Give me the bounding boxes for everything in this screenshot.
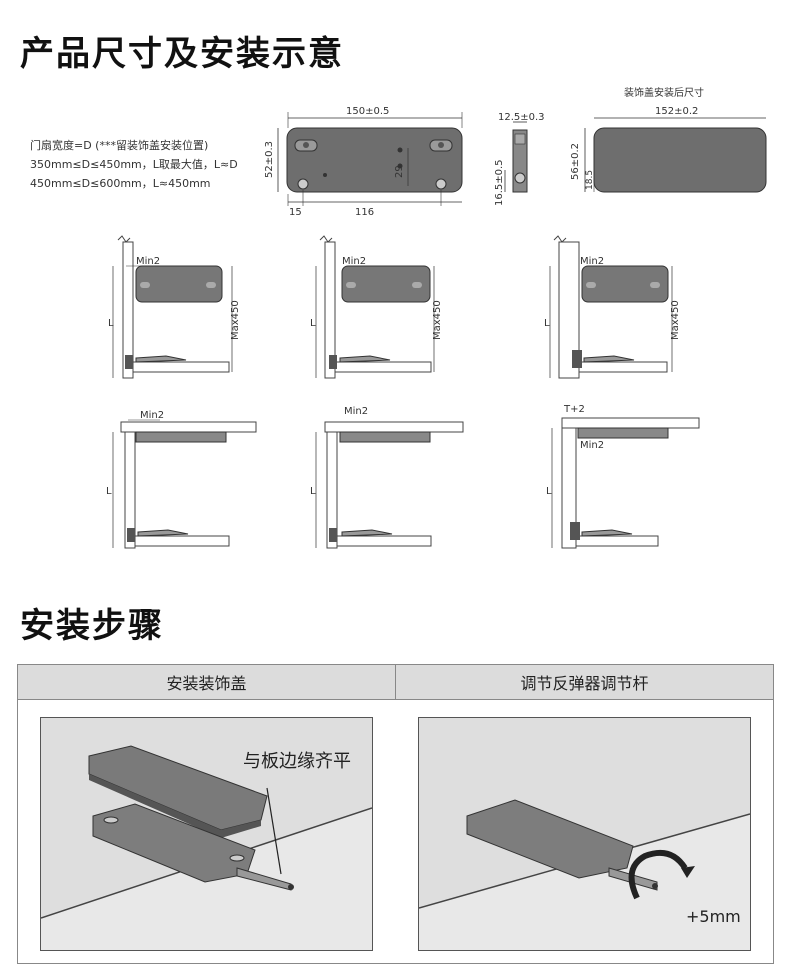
label-min2-6: Min2	[580, 440, 604, 451]
diagram-4	[112, 419, 257, 549]
note-line-2: 350mm≤D≤450mm，L取最大值，L≈D	[30, 158, 238, 171]
step-1-illustration	[40, 717, 373, 951]
dim-offset-left: 15	[289, 207, 302, 218]
label-max450-3: Max450	[670, 300, 681, 340]
dim-side-depth: 12.5±0.3	[498, 112, 545, 123]
installation-notes: 门扇宽度=D (***留装饰盖安装位置) 350mm≤D≤450mm，L取最大值…	[30, 136, 238, 193]
diagram-5	[315, 421, 464, 549]
cover-drawing	[584, 117, 767, 193]
step-1-drawing	[41, 745, 372, 950]
label-min2-4: Min2	[140, 410, 164, 421]
step-2-illustration	[418, 717, 751, 951]
label-l-1: L	[108, 318, 114, 329]
label-l-2: L	[310, 318, 316, 329]
label-l-6: L	[546, 486, 552, 497]
note-line-1: 门扇宽度=D (***留装饰盖安装位置)	[30, 139, 209, 152]
installation-diagrams: Min2 L Max450 Min2 L Max450 Min2 L Max45…	[106, 235, 700, 549]
label-l-3: L	[544, 318, 550, 329]
label-min2-1: Min2	[136, 256, 160, 267]
steps-title: 安装步骤	[20, 606, 164, 646]
step-2-callout: +5mm	[686, 907, 741, 926]
step-1-header: 安装装饰盖	[18, 665, 396, 700]
dim-hole-height: 29	[394, 165, 405, 178]
label-l-5: L	[310, 486, 316, 497]
dim-body-width: 150±0.5	[346, 106, 389, 117]
label-max450-2: Max450	[432, 300, 443, 340]
dim-body-height: 52±0.3	[264, 141, 275, 178]
label-min2-3: Min2	[580, 256, 604, 267]
label-min2-5: Min2	[344, 406, 368, 417]
dim-cover-width: 152±0.2	[655, 106, 698, 117]
diagram-3	[549, 235, 673, 379]
dim-side-height: 16.5±0.5	[494, 159, 505, 206]
label-t2: T+2	[563, 404, 585, 415]
step-2-header: 调节反弹器调节杆	[396, 665, 773, 700]
label-min2-2: Min2	[342, 256, 366, 267]
cover-caption: 装饰盖安装后尺寸	[624, 86, 704, 99]
label-max450-1: Max450	[230, 300, 241, 340]
dim-hole-spacing: 116	[355, 207, 374, 218]
diagram-2	[315, 235, 435, 379]
note-line-3: 450mm≤D≤600mm，L≈450mm	[30, 177, 211, 190]
dimension-drawings: 150±0.5 52±0.3 29 15 116 12.5±0.3 16.5±0…	[264, 86, 767, 218]
product-side-drawing	[504, 121, 528, 193]
step-2-drawing	[419, 799, 750, 950]
dimensions-title: 产品尺寸及安装示意	[20, 34, 344, 74]
dim-cover-inner: 18.5	[585, 170, 595, 190]
diagram-6	[551, 417, 700, 549]
installation-steps: 安装装饰盖 调节反弹器调节杆 与板边缘齐平 +5mm	[17, 664, 774, 964]
step-1-callout: 与板边缘齐平	[243, 751, 351, 772]
label-l-4: L	[106, 486, 112, 497]
product-body-drawing	[277, 112, 463, 206]
diagram-1	[112, 235, 233, 379]
dim-cover-height: 56±0.2	[570, 143, 581, 180]
